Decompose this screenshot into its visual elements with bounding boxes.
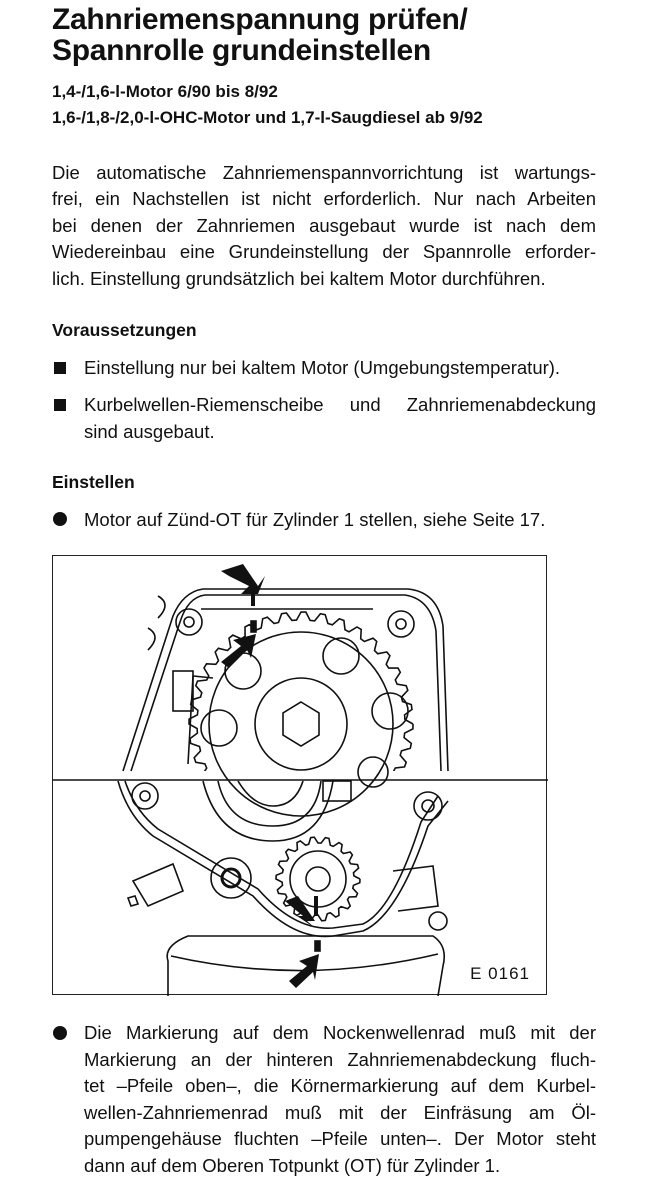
text-line: Wiedereinbau eine Grundeinstellung der S…	[52, 241, 596, 263]
timing-belt-figure: E 0161	[52, 555, 548, 996]
text-line: bei denen der Zahnriemen ausgebaut wurde…	[52, 214, 596, 236]
gear-teeth	[188, 611, 414, 771]
title-line: Zahnriemenspannung prüfen/	[52, 3, 468, 36]
subtitle-engine-1: 1,4-/1,6-l-Motor 6/90 bis 8/92	[52, 82, 278, 101]
prerequisites-heading: Voraussetzungen	[52, 320, 197, 340]
subtitle-engine-2: 1,6-/1,8-/2,0-l-OHC-Motor und 1,7-l-Saug…	[52, 108, 483, 127]
text-line: pumpengehäuse fluchten –Pfeile unten–. D…	[84, 1128, 596, 1149]
square-bullet-icon	[54, 399, 66, 411]
title-line: Spannrolle grundeinstellen	[52, 34, 431, 67]
text-line: Motor auf Zünd-OT für Zylinder 1 stellen…	[84, 509, 546, 530]
text-line: Kurbelwellen-Riemenscheibe und Zahnrieme…	[84, 394, 596, 415]
round-bullet-icon	[53, 512, 67, 526]
text-line: Markierung an der hinteren Zahnriemenabd…	[84, 1048, 596, 1070]
page-title: Zahnriemenspannung prüfen/ Spannrolle gr…	[52, 4, 652, 66]
engine-timing-illustration	[53, 564, 548, 996]
round-bullet-icon	[53, 1026, 67, 1040]
text-line: Die Markierung auf dem Nockenwellenrad m…	[84, 1022, 596, 1043]
intro-paragraph: Die automatische Zahnriemenspannvorricht…	[52, 160, 596, 292]
square-bullet-icon	[54, 362, 66, 374]
adjust-heading: Einstellen	[52, 472, 135, 492]
text-line: tet –Pfeile oben–, die Körnermarkierung …	[84, 1075, 596, 1096]
text-line: wellen-Zahnriemenrad muß mit der Einfräs…	[84, 1101, 596, 1123]
text-line: Einstellung nur bei kaltem Motor (Umgebu…	[84, 357, 561, 378]
gear-teeth	[275, 836, 361, 922]
figure-label: E 0161	[470, 964, 530, 984]
text-line: frei, ein Nachstellen ist nicht erforder…	[52, 188, 596, 210]
text-line: Die automatische Zahnriemenspannvorricht…	[52, 162, 596, 183]
text-line: lich. Einstellung grundsätzlich bei kalt…	[52, 267, 546, 289]
text-line: sind ausgebaut.	[84, 421, 215, 442]
text-line: dann auf dem Oberen Totpunkt (OT) für Zy…	[84, 1154, 501, 1176]
